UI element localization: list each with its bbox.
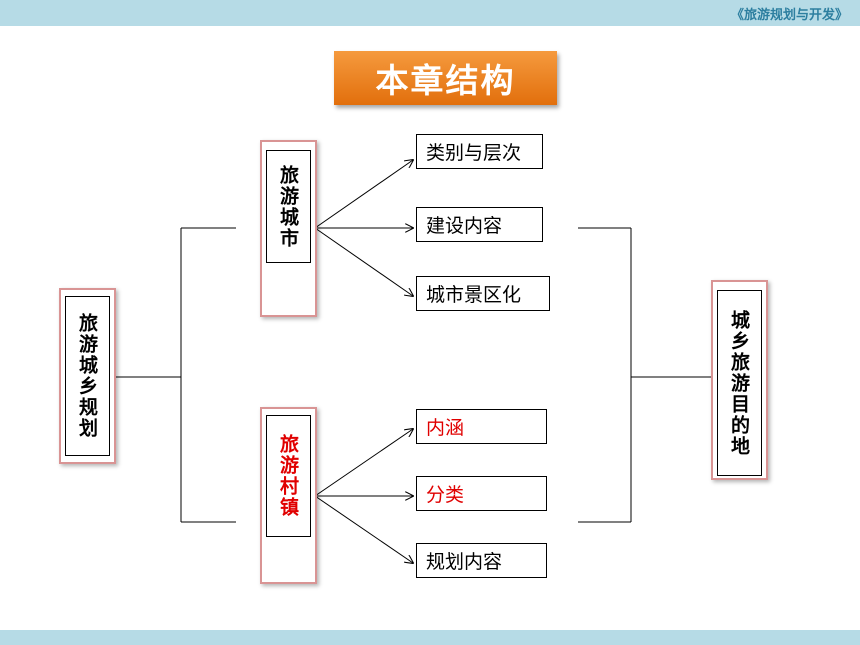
destination-node: 城乡旅游目的地 — [711, 280, 768, 480]
city-item-scenic: 城市景区化 — [416, 276, 550, 311]
destination-node-label: 城乡旅游目的地 — [728, 309, 750, 457]
town-item-planning: 规划内容 — [416, 543, 547, 578]
town-item-connotation: 内涵 — [416, 409, 547, 444]
city-node: 旅游城市 — [260, 140, 317, 317]
course-title: 《旅游规划与开发》 — [730, 8, 848, 23]
slide-title: 本章结构 — [334, 51, 557, 105]
town-node-label: 旅游村镇 — [277, 434, 299, 518]
top-bar: 《旅游规划与开发》 — [0, 0, 860, 26]
root-node-label: 旅游城乡规划 — [76, 313, 98, 439]
city-item-category-level: 类别与层次 — [416, 134, 543, 169]
root-node: 旅游城乡规划 — [59, 288, 116, 464]
bottom-bar — [0, 630, 860, 645]
city-item-construction: 建设内容 — [416, 207, 543, 242]
town-item-classification: 分类 — [416, 476, 547, 511]
city-node-label: 旅游城市 — [277, 164, 299, 249]
town-node: 旅游村镇 — [260, 407, 317, 584]
